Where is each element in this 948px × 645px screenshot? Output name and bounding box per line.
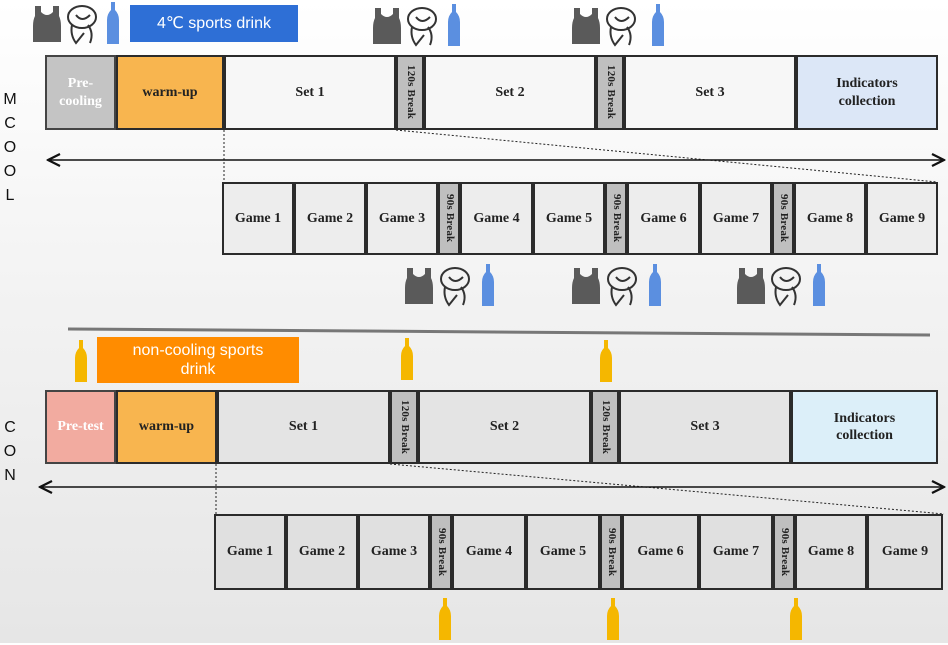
mcool-game-3: Game 3 [366, 182, 438, 255]
sports-drink-bottle-icon [74, 340, 88, 387]
cold-drink-bottle-icon [812, 264, 826, 311]
con-game-break-3: 90s Break [773, 514, 795, 590]
cold-drink-bottle-icon [447, 4, 461, 51]
cold-towel-icon [437, 265, 473, 312]
cold-drink-bottle-icon [481, 264, 495, 311]
mcool-game-9: Game 9 [866, 182, 938, 255]
mcool-set2: Set 2 [424, 55, 596, 130]
mcool-game-8: Game 8 [794, 182, 866, 255]
cold-drink-bottle-icon [106, 2, 120, 49]
sports-drink-bottle-icon [438, 598, 452, 645]
ice-vest-icon [372, 6, 402, 51]
mcool-game-break-2: 90s Break [605, 182, 627, 255]
mcool-set1: Set 1 [224, 55, 396, 130]
con-set1: Set 1 [217, 390, 390, 464]
ice-vest-icon [571, 266, 601, 311]
mcool-game-6: Game 6 [627, 182, 700, 255]
con-game-9: Game 9 [867, 514, 943, 590]
section-divider [67, 327, 931, 337]
cold-drink-bottle-icon [651, 4, 665, 51]
cold-towel-icon [768, 265, 804, 312]
ice-vest-icon [32, 4, 62, 49]
mcool-game-1: Game 1 [222, 182, 294, 255]
con-set2: Set 2 [418, 390, 591, 464]
sports-drink-bottle-icon [599, 340, 613, 387]
mcool-drink-badge: 4℃ sports drink [130, 5, 298, 42]
mcool-game-5: Game 5 [533, 182, 605, 255]
ice-vest-icon [571, 6, 601, 51]
con-break1: 120s Break [390, 390, 418, 464]
con-indicators-collection: Indicators collection [791, 390, 938, 464]
con-warmup-phase: warm-up [116, 390, 217, 464]
con-game-8: Game 8 [795, 514, 867, 590]
con-set3: Set 3 [619, 390, 791, 464]
mcool-indicators-collection: Indicators collection [796, 55, 938, 130]
mcool-break1: 120s Break [396, 55, 424, 130]
mcool-game-7: Game 7 [700, 182, 772, 255]
con-pretest-phase: Pre-test [45, 390, 116, 464]
con-letter: N [4, 467, 16, 484]
con-letter: C [4, 419, 16, 436]
mcool-letter: L [5, 187, 15, 204]
con-break2: 120s Break [591, 390, 619, 464]
con-drink-badge: non-cooling sports drink [97, 337, 299, 383]
sports-drink-bottle-icon [789, 598, 803, 645]
mcool-game-break-3: 90s Break [772, 182, 794, 255]
mcool-game-4: Game 4 [460, 182, 533, 255]
sports-drink-bottle-icon [400, 338, 414, 385]
ice-vest-icon [736, 266, 766, 311]
con-letter: O [3, 443, 17, 460]
cold-towel-icon [64, 3, 100, 50]
mcool-break2: 120s Break [596, 55, 624, 130]
mcool-letter: O [3, 139, 17, 156]
ice-vest-icon [404, 266, 434, 311]
mcool-warmup-phase: warm-up [116, 55, 224, 130]
mcool-letter: M [3, 91, 17, 108]
sports-drink-bottle-icon [606, 598, 620, 645]
con-game-2: Game 2 [286, 514, 358, 590]
con-game-3: Game 3 [358, 514, 430, 590]
con-game-4: Game 4 [452, 514, 526, 590]
con-game-5: Game 5 [526, 514, 600, 590]
con-game-7: Game 7 [699, 514, 773, 590]
mcool-zoom-line-right [395, 129, 938, 183]
cold-towel-icon [604, 265, 640, 312]
con-game-break-2: 90s Break [600, 514, 622, 590]
con-zoom-line-right [389, 463, 945, 515]
cold-drink-bottle-icon [648, 264, 662, 311]
mcool-letter: O [3, 163, 17, 180]
con-game-6: Game 6 [622, 514, 699, 590]
con-game-break-1: 90s Break [430, 514, 452, 590]
mcool-letter: C [4, 115, 16, 132]
mcool-game-break-1: 90s Break [438, 182, 460, 255]
mcool-game-2: Game 2 [294, 182, 366, 255]
con-game-1: Game 1 [214, 514, 286, 590]
mcool-precooling-phase: Pre- cooling [45, 55, 116, 130]
cold-towel-icon [404, 5, 440, 52]
cold-towel-icon [603, 5, 639, 52]
mcool-set3: Set 3 [624, 55, 796, 130]
